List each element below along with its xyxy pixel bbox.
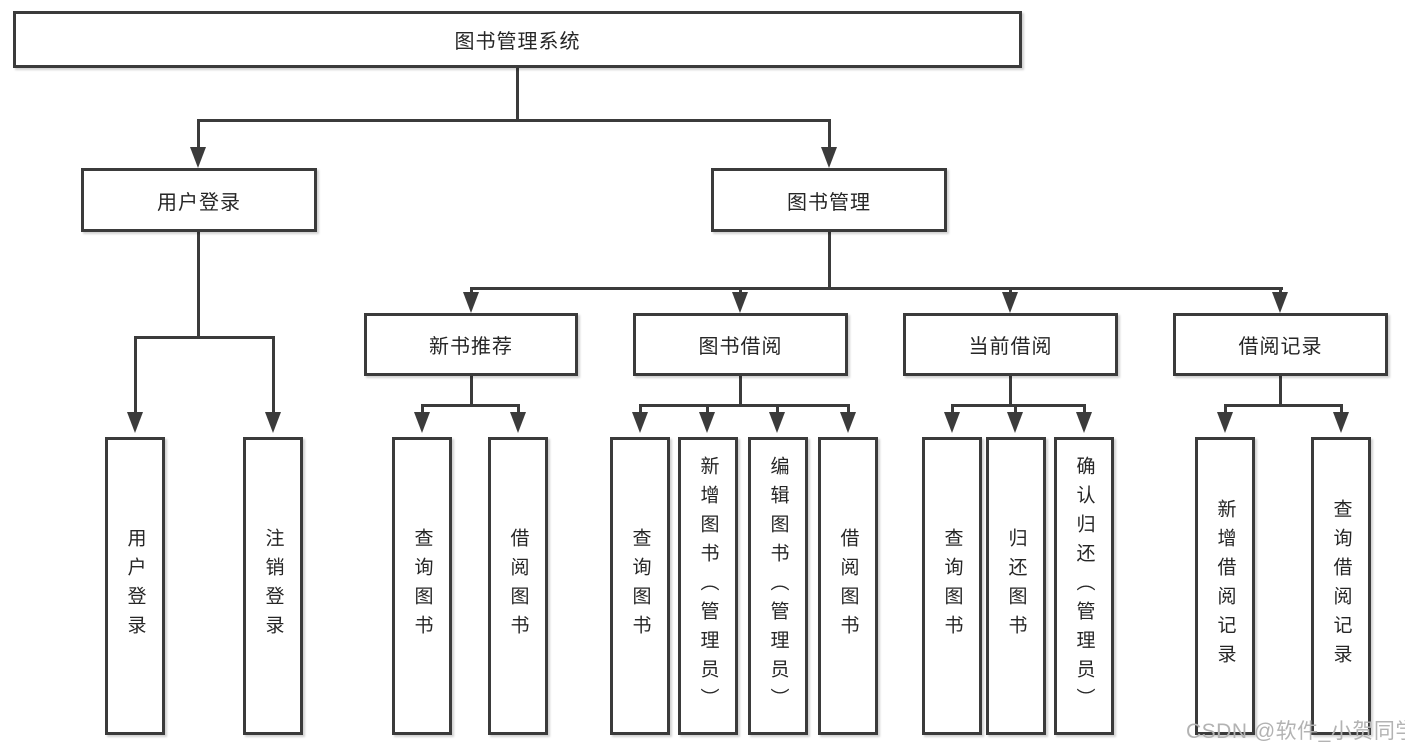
node-user-login-label: 用户登录 [157,191,241,214]
leaf-newbooks-query-label: 查询图书 [411,528,433,644]
arrowhead-leaf-logout-icon [265,412,281,433]
arrowhead-borrowing-add-icon [699,412,715,433]
node-borrow-records: 借阅记录 [1173,313,1388,376]
connector-records-vertical [1279,376,1282,406]
node-book-borrowing-label: 图书借阅 [698,336,783,358]
arrowhead-book-borrowing-icon [732,292,748,313]
leaf-records-add-label: 新增借阅记录 [1214,499,1236,673]
leaf-logout-label: 注销登录 [262,528,284,644]
leaf-borrowing-borrow: 借阅图书 [818,437,878,735]
connector-root-stub-left [197,119,200,148]
arrowhead-borrowing-edit-icon [769,412,785,433]
connector-bookmgmt-stub-4 [1279,287,1282,294]
csdn-watermark: CSDN @软件_小贺同学 [1186,720,1405,743]
arrowhead-current-borrowing-icon [1002,292,1018,313]
leaf-borrowing-add-admin: 新增图书（管理员） [678,437,738,735]
connector-bookmgmt-stub-2 [739,287,742,294]
leaf-logout: 注销登录 [243,437,303,735]
node-borrow-records-label: 借阅记录 [1238,336,1323,358]
connector-borrowing-vertical [739,376,742,406]
leaf-borrowing-borrow-label: 借阅图书 [837,528,859,644]
node-user-login: 用户登录 [81,168,317,232]
leaf-borrowing-edit-admin-label: 编辑图书（管理员） [767,455,789,717]
arrowhead-user-login-icon [190,147,206,168]
node-book-borrowing: 图书借阅 [633,313,848,376]
node-current-borrowing: 当前借阅 [903,313,1118,376]
arrowhead-current-confirm-icon [1076,412,1092,433]
leaf-records-query-label: 查询借阅记录 [1330,499,1352,673]
arrowhead-borrow-records-icon [1272,292,1288,313]
arrowhead-records-add-icon [1217,412,1233,433]
leaf-records-add: 新增借阅记录 [1195,437,1255,735]
connector-newbooks-vertical [470,376,473,406]
arrowhead-records-query-icon [1333,412,1349,433]
leaf-current-return: 归还图书 [986,437,1046,735]
connector-current-stub-2 [1014,404,1017,413]
connector-bookmgmt-stub-3 [1009,287,1012,294]
node-root-label: 图书管理系统 [454,31,581,53]
node-book-management: 图书管理 [711,168,947,232]
leaf-borrowing-query-label: 查询图书 [629,528,651,644]
node-book-management-label: 图书管理 [787,191,871,214]
connector-current-stub-1 [951,404,954,413]
leaf-user-login: 用户登录 [105,437,165,735]
connector-borrowing-stub-1 [639,404,642,413]
leaf-current-query-label: 查询图书 [941,528,963,644]
connector-bookmgmt-horizontal [470,287,1283,290]
arrowhead-current-return-icon [1007,412,1023,433]
leaf-borrowing-add-admin-label: 新增图书（管理员） [697,455,719,717]
arrowhead-borrowing-borrow-icon [840,412,856,433]
leaf-user-login-label: 用户登录 [124,528,146,644]
arrowhead-new-book-recommend-icon [463,292,479,313]
leaf-records-query: 查询借阅记录 [1311,437,1371,735]
arrowhead-current-query-icon [944,412,960,433]
leaf-current-return-label: 归还图书 [1005,528,1027,644]
connector-newbooks-horizontal [421,404,520,407]
connector-userlogin-vertical [197,232,200,339]
leaf-current-query: 查询图书 [922,437,982,735]
arrowhead-newbooks-query-icon [414,412,430,433]
connector-userlogin-stub-2 [272,336,275,413]
leaf-newbooks-query: 查询图书 [392,437,452,735]
connector-newbooks-stub-2 [517,404,520,413]
connector-borrowing-stub-3 [776,404,779,413]
arrowhead-newbooks-borrow-icon [510,412,526,433]
connector-records-stub-2 [1340,404,1343,413]
leaf-borrowing-query: 查询图书 [610,437,670,735]
leaf-newbooks-borrow: 借阅图书 [488,437,548,735]
connector-current-stub-3 [1083,404,1086,413]
connector-root-horizontal [197,119,831,122]
connector-borrowing-stub-4 [847,404,850,413]
connector-records-horizontal [1224,404,1343,407]
connector-borrowing-stub-2 [706,404,709,413]
connector-current-vertical [1009,376,1012,406]
connector-bookmgmt-vertical [828,232,831,290]
leaf-newbooks-borrow-label: 借阅图书 [507,528,529,644]
connector-borrowing-horizontal [639,404,850,407]
leaf-current-confirm-return-admin: 确认归还（管理员） [1054,437,1114,735]
leaf-borrowing-edit-admin: 编辑图书（管理员） [748,437,808,735]
node-new-book-recommend-label: 新书推荐 [429,336,513,358]
node-root-system: 图书管理系统 [13,11,1022,68]
leaf-current-confirm-return-admin-label: 确认归还（管理员） [1073,455,1095,717]
node-new-book-recommend: 新书推荐 [364,313,578,376]
connector-bookmgmt-stub-1 [470,287,473,294]
connector-userlogin-stub-1 [134,336,137,413]
arrowhead-leaf-user-login-icon [127,412,143,433]
connector-records-stub-1 [1224,404,1227,413]
connector-userlogin-horizontal [134,336,275,339]
connector-newbooks-stub-1 [421,404,424,413]
node-current-borrowing-label: 当前借阅 [968,336,1053,358]
arrowhead-book-management-icon [821,147,837,168]
connector-current-horizontal [951,404,1086,407]
connector-root-vertical [516,68,519,120]
arrowhead-borrowing-query-icon [632,412,648,433]
connector-root-stub-right [828,119,831,148]
